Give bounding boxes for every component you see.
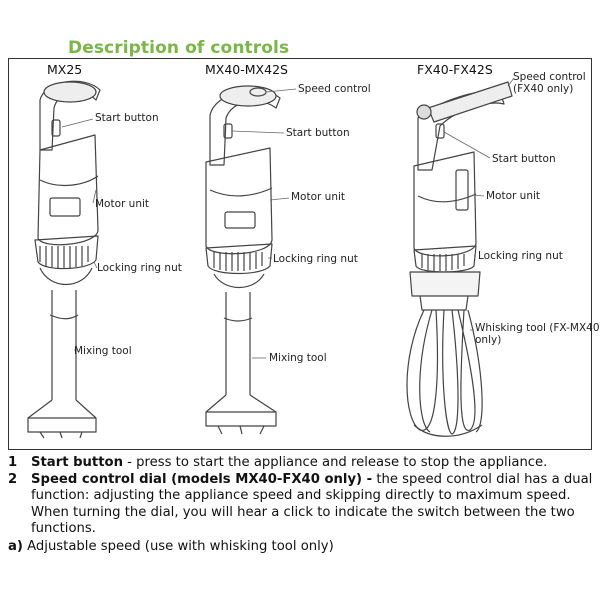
controls-description: 1 Start button - press to start the appl… bbox=[8, 455, 594, 555]
item-term: Speed control dial (models MX40-FX40 onl… bbox=[31, 471, 373, 487]
fx40-whisking-tool-label: Whisking tool (FX-MX40 bbox=[475, 322, 600, 334]
fx40-motor-unit-label: Motor unit bbox=[486, 190, 541, 202]
note-text: Adjustable speed (use with whisking tool… bbox=[22, 538, 334, 554]
model-mx25: MX25 bbox=[47, 62, 83, 77]
fx40-whisking-tool-note: only) bbox=[475, 334, 502, 346]
mx40-speed-control-label: Speed control bbox=[298, 83, 371, 95]
item-number: 2 bbox=[8, 471, 18, 487]
note-a: a) Adjustable speed (use with whisking t… bbox=[8, 539, 594, 556]
fx40-drawing bbox=[406, 81, 513, 437]
fx40-speed-control-note: (FX40 only) bbox=[513, 83, 574, 95]
mx25-motor-unit-label: Motor unit bbox=[95, 198, 150, 210]
mx25-start-button-label: Start button bbox=[95, 112, 159, 124]
mx40-locking-ring-nut-label: Locking ring nut bbox=[273, 253, 358, 265]
page-title: Description of controls bbox=[68, 38, 290, 58]
mx40-motor-unit-label: Motor unit bbox=[291, 191, 346, 203]
item-term: Start button bbox=[31, 455, 123, 470]
mx40-start-button-label: Start button bbox=[286, 127, 350, 139]
fx40-speed-control-label: Speed control bbox=[513, 71, 586, 83]
item-body: the speed control dial has a dual functi… bbox=[31, 471, 593, 537]
mx25-drawing bbox=[27, 80, 101, 439]
item-body: - press to start the appliance and relea… bbox=[122, 455, 548, 470]
description-item-2: 2 Speed control dial (models MX40-FX40 o… bbox=[8, 472, 594, 538]
mx40-drawing bbox=[205, 85, 281, 435]
item-number: 1 bbox=[8, 455, 18, 470]
note-marker: a) bbox=[8, 538, 23, 554]
model-fx40-fx42s: FX40-FX42S bbox=[417, 62, 493, 77]
fx40-locking-ring-nut-label: Locking ring nut bbox=[478, 250, 563, 262]
mx25-mixing-tool-label: Mixing tool bbox=[74, 345, 132, 357]
item-text: Speed control dial (models MX40-FX40 onl… bbox=[31, 472, 594, 538]
item-text: Start button - press to start the applia… bbox=[31, 455, 594, 472]
description-item-1: 1 Start button - press to start the appl… bbox=[8, 455, 594, 472]
model-mx40-mx42s: MX40-MX42S bbox=[205, 62, 288, 77]
mx40-mixing-tool-label: Mixing tool bbox=[269, 352, 327, 364]
diagram-panel bbox=[8, 58, 592, 450]
mx25-locking-ring-nut-label: Locking ring nut bbox=[97, 262, 182, 274]
fx40-start-button-label: Start button bbox=[492, 153, 556, 165]
